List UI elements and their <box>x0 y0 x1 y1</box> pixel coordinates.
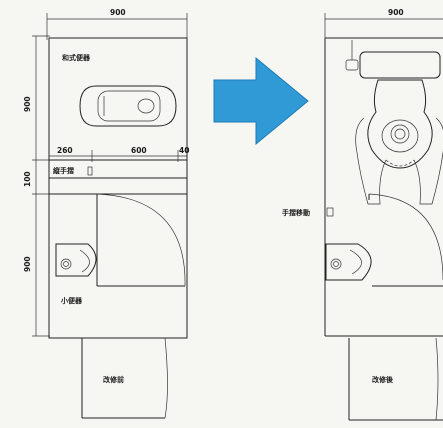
bottom-height-label: 900 <box>23 256 32 272</box>
top-height-label: 900 <box>23 96 32 112</box>
plan-before: 900 900 100 900 和式便器 260 600 40 縦手 <box>23 8 189 419</box>
dimension-600: 600 <box>131 146 147 155</box>
urinal-label: 小便器 <box>60 296 83 305</box>
urinal-icon-after <box>325 243 372 281</box>
dimension-40: 40 <box>179 146 189 155</box>
transition-arrow-icon <box>213 56 309 146</box>
japanese-toilet-label: 和式便器 <box>61 53 91 62</box>
after-caption: 改修後 <box>372 375 394 384</box>
squat-toilet-icon <box>79 85 177 127</box>
width-dimension-label-after: 900 <box>388 8 404 17</box>
handrail-move-label: 手摺移動 <box>282 208 310 217</box>
urinal-icon <box>55 243 97 277</box>
dimension-260: 260 <box>57 146 73 155</box>
vertical-handrail-label: 縦手摺 <box>53 166 74 175</box>
middle-height-label: 100 <box>23 171 32 187</box>
width-dimension-label: 900 <box>110 8 126 17</box>
western-toilet-icon <box>345 40 443 205</box>
plan-after: 900 手摺移動 <box>282 8 443 421</box>
before-caption: 改修前 <box>103 375 124 384</box>
